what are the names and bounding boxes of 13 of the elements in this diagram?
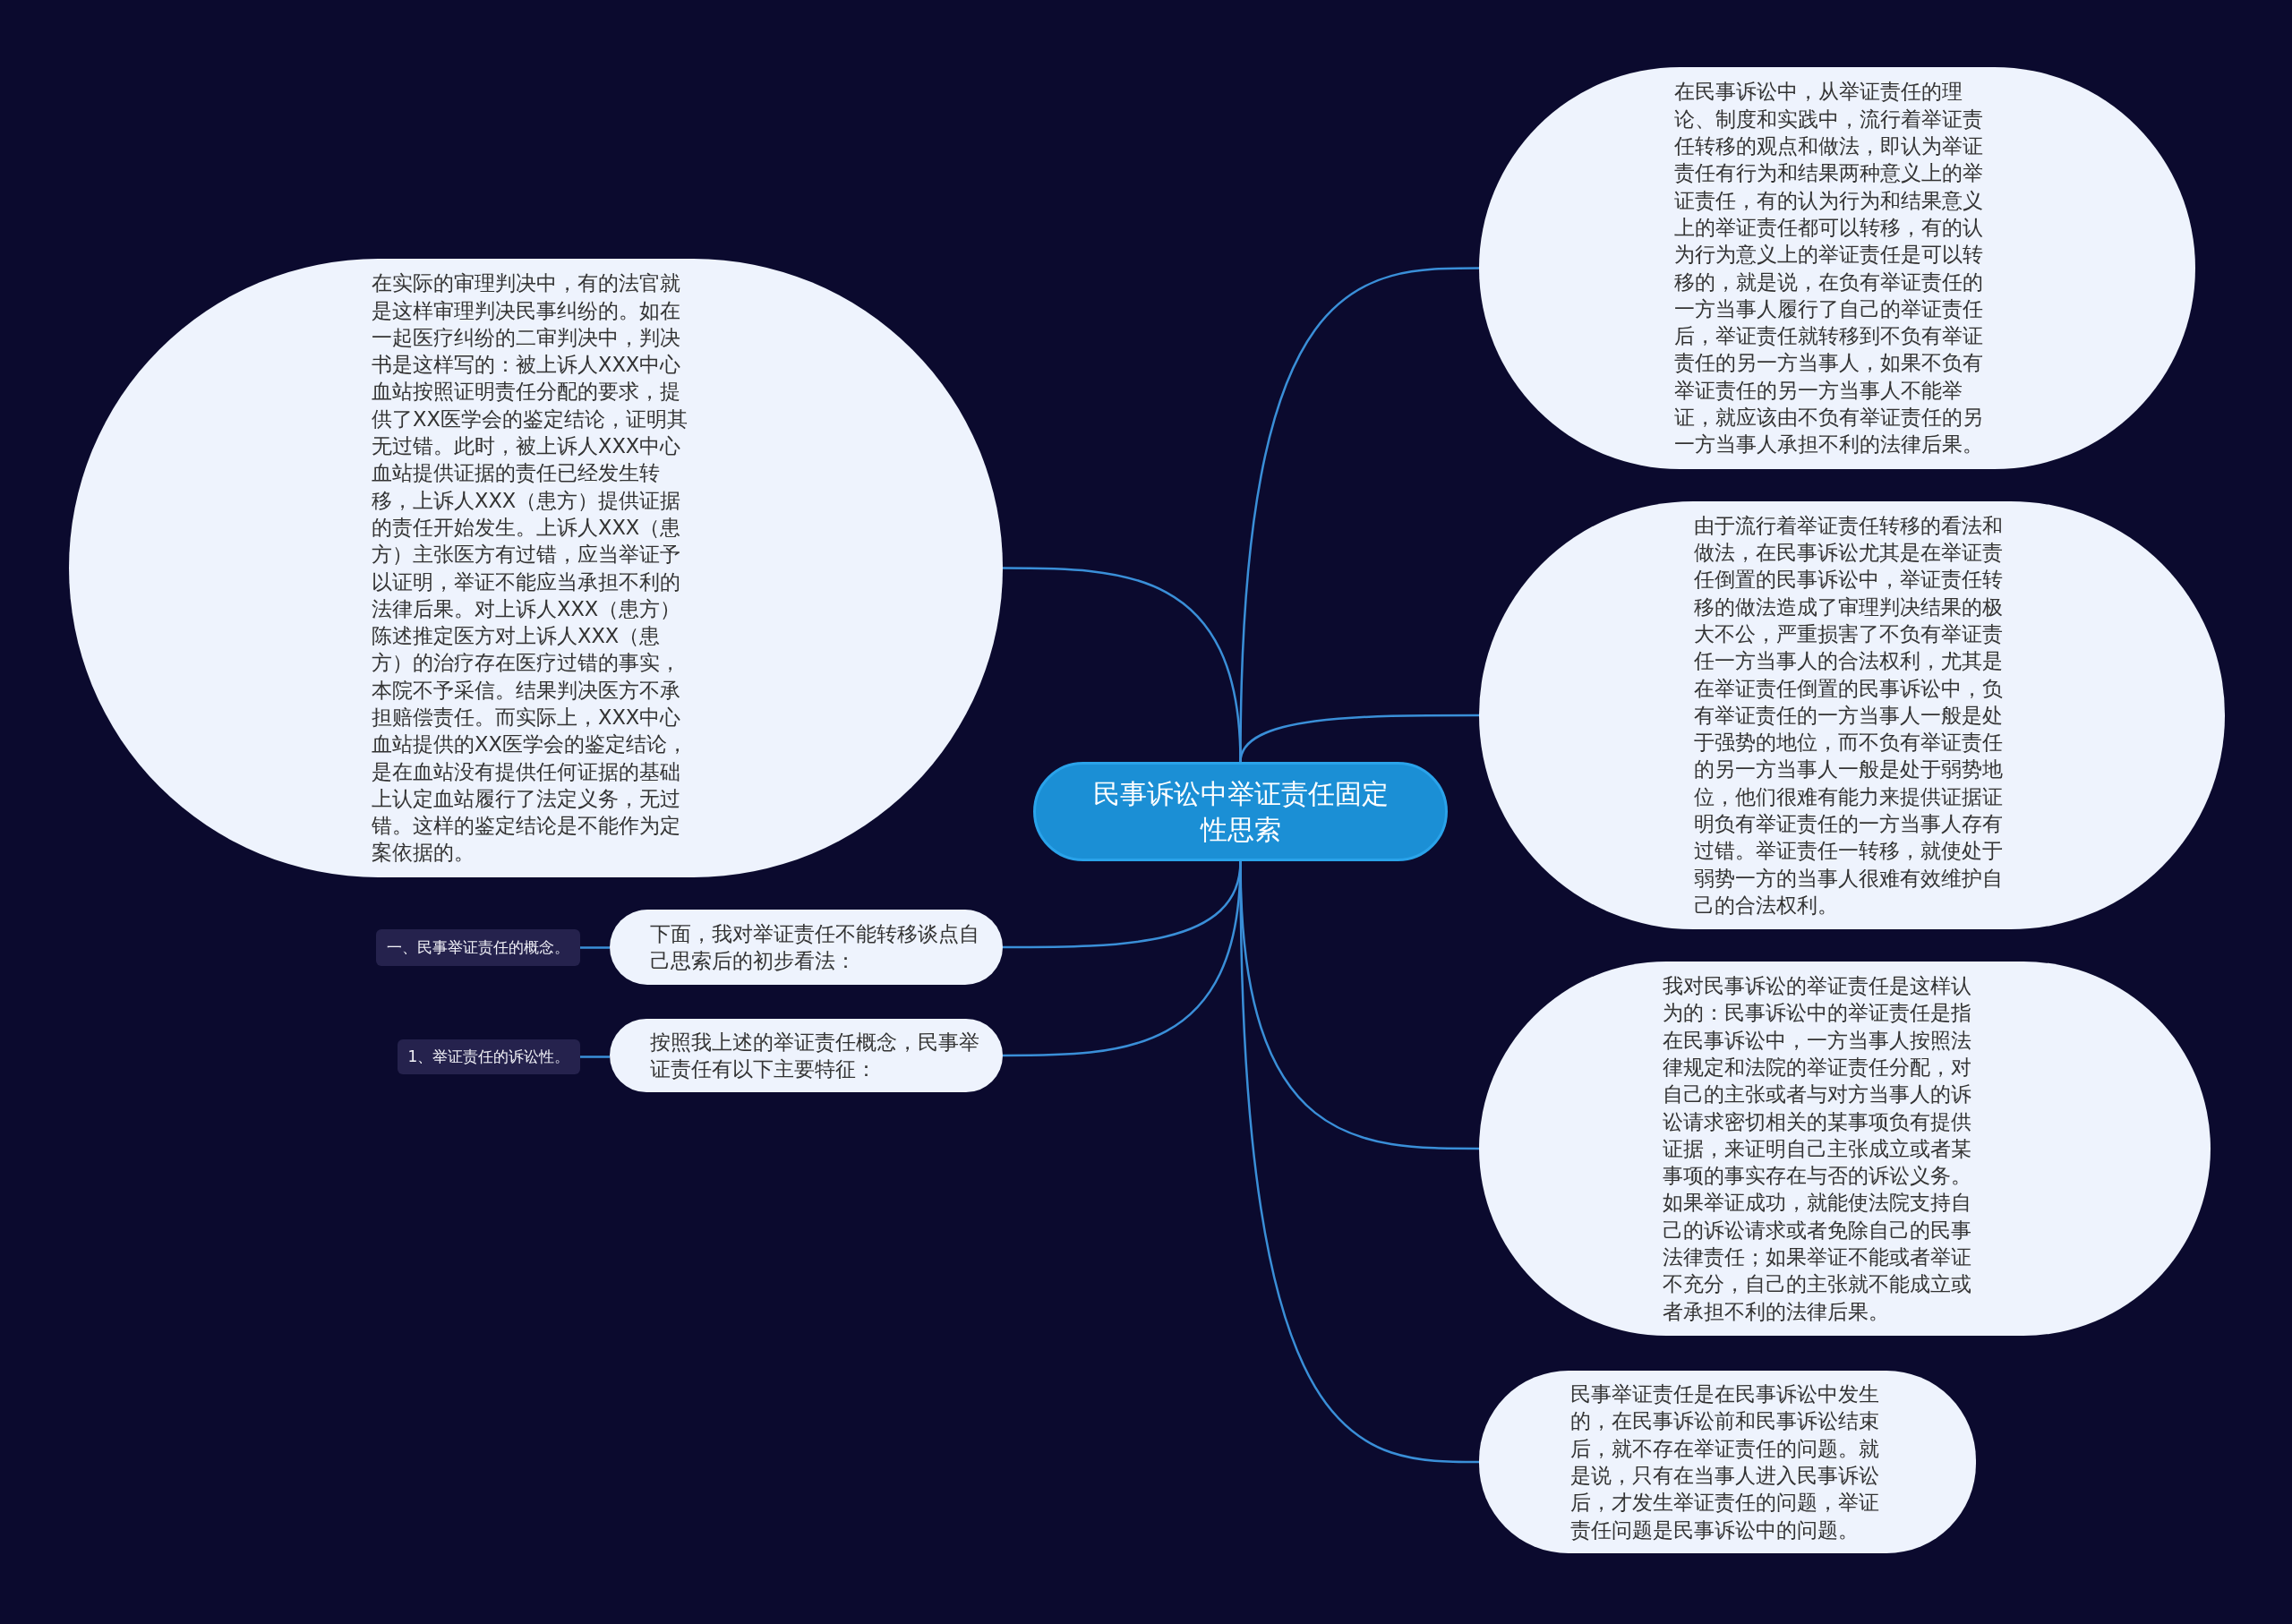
topic-box: 民事诉讼中举证责任固定性思索 <box>1033 762 1448 861</box>
connector-line <box>580 946 610 949</box>
text-bubble: 在实际的审理判决中，有的法官就是这样审理判决民事纠纷的。如在一起医疗纠纷的二审判决中，判决书是这样写的：被上诉人XXX中心血站按照证明责任分配的要求，提供了XX医学会的鉴定结论，证明其无过错。此时，被上诉人XXX中心血站提供证据的责任已经发生转移，上诉人XXX（患方）提供证据的责任开始发生。上诉人XXX（患方）主张医方有过错，应当举证予以证明，举证不能应当承担不利的法律后果。对上诉人XXX（患方）陈述推定医方对上诉人XXX（患方）的治疗存在医疗过错的事实，本院不予采信。结果判决医方不承担赔偿责任。而实际上，XXX中心血站提供的XX医学会的鉴定结论，是在血站没有提供任何证据的基础上认定血站履行了法定义务，无过错。这样的鉴定结论是不能作为定案依据的。 <box>69 259 1003 877</box>
text-bubble: 在民事诉讼中，从举证责任的理论、制度和实践中，流行着举证责任转移的观点和做法，即认为举证责任有行为和结果两种意义上的举证责任，有的认为行为和结果意义上的举证责任都可以转移，有的认为行为意义上的举证责任是可以转移的，就是说，在负有举证责任的一方当事人履行了自己的举证责任后，举证责任就转移到不负有举证责任的另一方当事人，如果不负有举证责任的另一方当事人不能举证，就应该由不负有举证责任的另一方当事人承担不利的法律后果。 <box>1479 67 2195 469</box>
connector-line <box>1239 714 1479 763</box>
text-bubble: 由于流行着举证责任转移的看法和做法，在民事诉讼尤其是在举证责任倒置的民事诉讼中，举证责任转移的做法造成了审理判决结果的极大不公，严重损害了不负有举证责任一方当事人的合法权利，尤其是在举证责任倒置的民事诉讼中，负有举证责任的一方当事人一般是处于强势的地位，而不负有举证责任的另一方当事人一般是处于弱势地位，他们很难有能力来提供证据证明负有举证责任的一方当事人存有过错。举证责任一转移，就使处于弱势一方的当事人很难有效维护自己的合法权利。 <box>1479 501 2225 929</box>
connector-line <box>580 1056 610 1058</box>
heading-tag: 一、民事举证责任的概念。 <box>376 929 580 966</box>
text-bubble: 我对民事诉讼的举证责任是这样认为的：民事诉讼中的举证责任是指在民事诉讼中，一方当事人按照法律规定和法院的举证责任分配，对自己的主张或者与对方当事人的诉讼请求密切相关的某事项负有提供证据，来证明自己主张成立或者某事项的事实存在与否的诉讼义务。如果举证成功，就能使法院支持自己的诉讼请求或者免除自己的民事法律责任；如果举证不能或者举证不充分，自己的主张就不能成立或者承担不利的法律后果。 <box>1479 962 2211 1336</box>
text-bubble: 民事举证责任是在民事诉讼中发生的，在民事诉讼前和民事诉讼结束后，就不存在举证责任的问题。就是说，只有在当事人进入民事诉讼后，才发生举证责任的问题，举证责任问题是民事诉讼中的问题。 <box>1479 1371 1976 1553</box>
text-bubble: 下面，我对举证责任不能转移谈点自己思索后的初步看法： <box>610 910 1003 985</box>
text-bubble: 按照我上述的举证责任概念，民事举证责任有以下主要特征： <box>610 1019 1003 1092</box>
heading-tag: 1、举证责任的诉讼性。 <box>398 1039 580 1074</box>
